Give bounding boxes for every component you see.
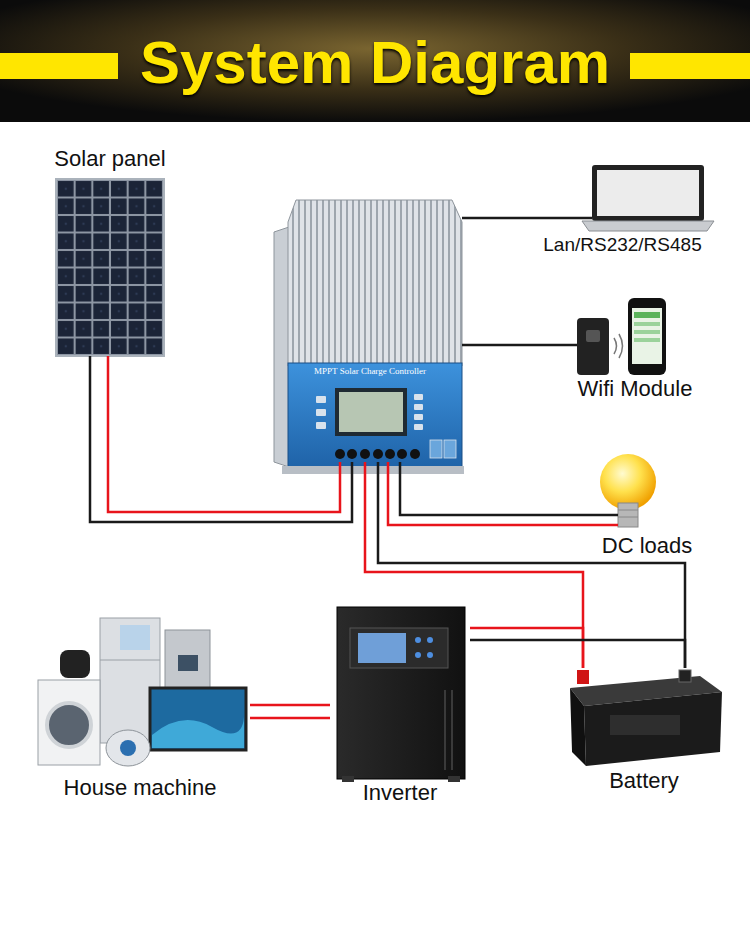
- wire-connector: [470, 628, 685, 668]
- title-bar: [0, 53, 118, 79]
- wire-connector: [388, 462, 592, 525]
- laptop-picture: [530, 165, 714, 231]
- wire: [470, 628, 583, 668]
- device-label: House machine: [64, 775, 217, 800]
- wire: [90, 356, 352, 522]
- title-bar: [630, 53, 750, 79]
- device-node: Inverter: [330, 603, 470, 808]
- wire: [365, 462, 583, 668]
- wire: [462, 344, 565, 347]
- wire: [250, 717, 330, 720]
- wire-connector: [365, 462, 685, 668]
- device-label: MPPT Solar Charge Controller: [314, 366, 426, 376]
- device-node: MPPT Solar Charge Controller: [278, 200, 462, 462]
- wire: [400, 462, 592, 515]
- device-node: Wifi Module: [565, 292, 705, 404]
- inverter-picture: [337, 607, 465, 782]
- port-label: Lan/RS232/RS485: [543, 234, 701, 256]
- battery-picture: [570, 670, 722, 766]
- device-label: DC loads: [602, 533, 692, 558]
- diagram-title: System Diagram: [0, 28, 750, 98]
- device-label: Solar panel: [54, 146, 165, 171]
- wire: [388, 462, 592, 525]
- device-label: Wifi Module: [578, 376, 693, 401]
- bulb-picture: [592, 454, 656, 527]
- title-band: [0, 0, 750, 122]
- device-node: Lan/RS232/RS485: [530, 162, 715, 258]
- appliances-picture: [38, 618, 246, 766]
- wire: [470, 640, 685, 668]
- device-node: Solar panel: [40, 146, 180, 356]
- device-label: Battery: [609, 768, 679, 793]
- wire: [378, 462, 685, 668]
- controller-picture: [274, 200, 464, 474]
- wire-connector: [90, 356, 352, 522]
- device-node: House machine: [30, 612, 250, 804]
- device-node: DC loads: [592, 452, 702, 558]
- wire-connector: [250, 705, 330, 718]
- wire-connector: [462, 218, 530, 219]
- wifi-picture: [565, 298, 666, 375]
- solar-panel-picture: [55, 178, 165, 357]
- wire: [250, 704, 330, 707]
- device-label: Inverter: [363, 780, 438, 805]
- wire: [108, 356, 340, 512]
- device-node: Battery: [565, 668, 723, 798]
- wire-connector: [462, 345, 565, 346]
- wire: [462, 217, 530, 220]
